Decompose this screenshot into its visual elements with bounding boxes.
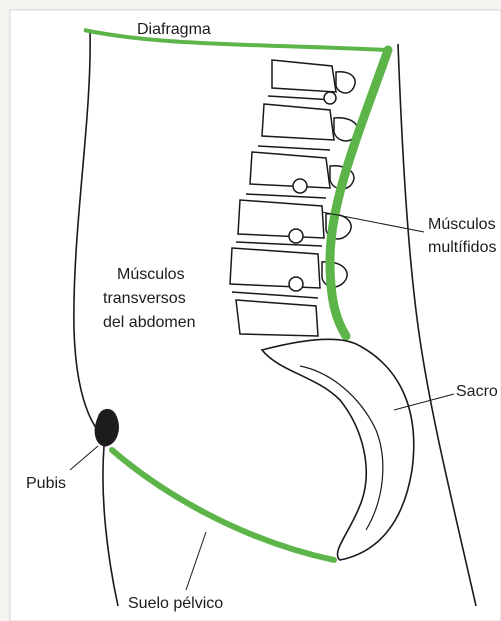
vertebra-6 — [236, 300, 318, 336]
transversus-label-line3: del abdomen — [103, 313, 196, 332]
process-blob-1 — [324, 92, 336, 104]
process-blob-2 — [293, 179, 307, 193]
diaphragm-label: Diafragma — [137, 20, 211, 39]
sacrum-label: Sacro — [456, 382, 498, 401]
process-blob-3 — [289, 229, 303, 243]
multifidus-label-line2: multífidos — [428, 238, 496, 257]
pubis-bone — [95, 409, 118, 446]
vertebra-4 — [238, 200, 324, 238]
vertebra-2 — [262, 104, 334, 140]
transversus-label-line2: transversos — [103, 289, 186, 308]
pelvic-floor-label: Suelo pélvico — [128, 594, 223, 613]
vertebra-3 — [250, 152, 330, 188]
vertebra-5 — [230, 248, 320, 288]
multifidus-label-line1: Músculos — [428, 215, 496, 234]
process-blob-4 — [289, 277, 303, 291]
pubis-label: Pubis — [26, 474, 66, 493]
transversus-label-line1: Músculos — [117, 265, 185, 284]
vertebra-1 — [272, 60, 336, 92]
